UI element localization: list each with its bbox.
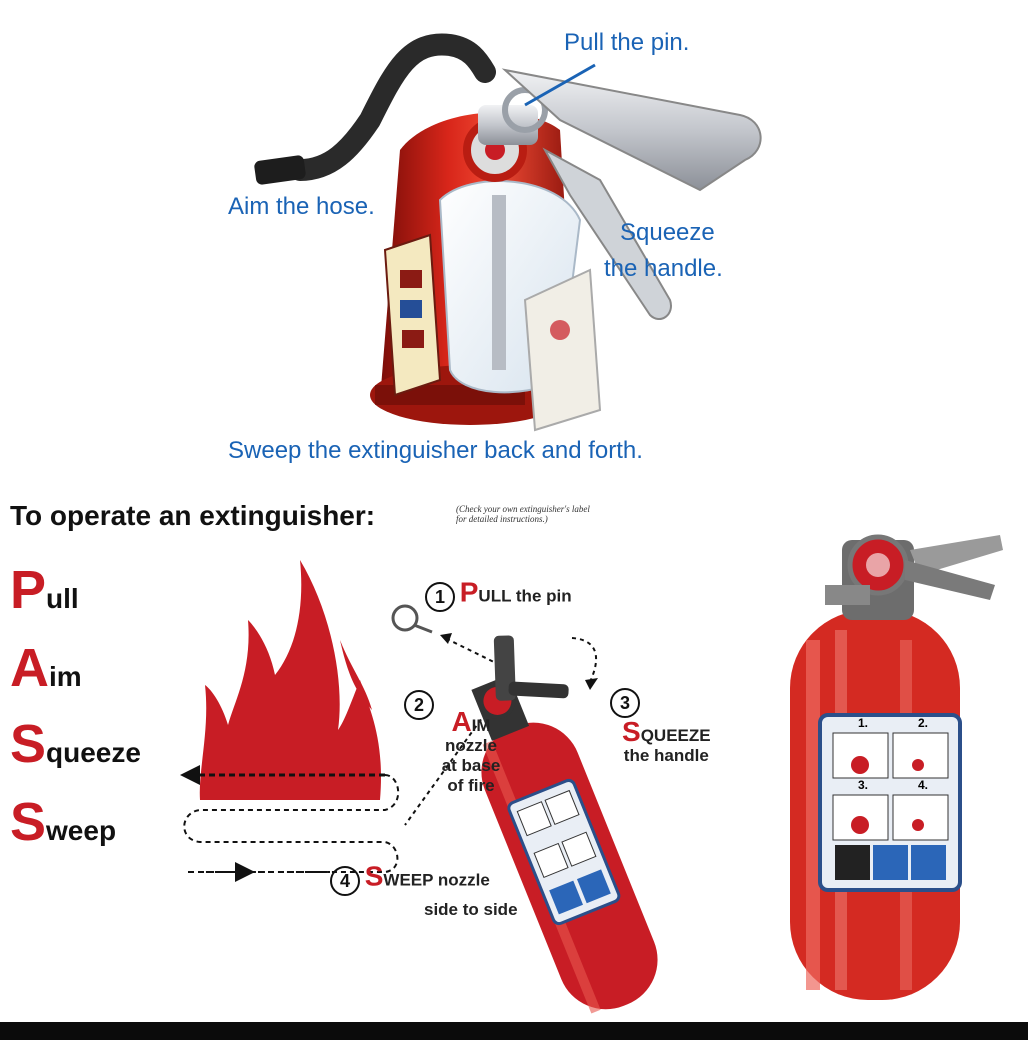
hose-shape — [289, 33, 496, 181]
label-icon-shape — [402, 330, 424, 348]
siphon-tube-shape — [492, 195, 506, 370]
pass-diagram-graphics — [0, 490, 1028, 1040]
pass-word: queeze — [46, 737, 141, 768]
pass-letter: P — [10, 560, 47, 620]
step-initial: A — [451, 706, 472, 737]
pass-item-sweep: Sweep — [10, 794, 116, 850]
step-text: the pin — [511, 586, 572, 606]
cutaway-extinguisher-drawing — [254, 33, 762, 432]
right-extinguisher-icon — [790, 534, 1003, 1000]
panel-number: 2. — [918, 716, 929, 730]
pass-item-aim: Aim — [10, 640, 82, 696]
step-aim-label: 2 — [404, 690, 434, 720]
panel-number: 4. — [918, 778, 929, 792]
pass-item-pull: Pull — [10, 562, 79, 618]
label-squeeze-line2: the handle. — [604, 255, 723, 282]
middle-extinguisher-icon — [471, 635, 658, 1014]
instructions-heading: To operate an extinguisher: — [10, 500, 376, 531]
label-check-note: (Check your own extinguisher's label for… — [456, 504, 590, 524]
label-squeeze-line1: Squeeze — [620, 219, 715, 246]
panel-number: 1. — [858, 716, 869, 730]
step-caps: QUEEZE — [640, 726, 711, 745]
step-caps: WEEP — [383, 870, 434, 890]
label-sweep: Sweep the extinguisher back and forth. — [228, 437, 643, 464]
step-line: nozzle — [445, 736, 497, 755]
label-aim-the-hose: Aim the hose. — [228, 193, 375, 220]
pass-item-squeeze: Squeeze — [10, 716, 141, 772]
step-number: 3 — [610, 688, 640, 718]
step-number: 1 — [425, 582, 455, 612]
step-initial: S — [364, 860, 384, 892]
bottom-border — [0, 1022, 1028, 1040]
label-pull-the-pin: Pull the pin. — [564, 29, 690, 56]
pull-pin-icon — [391, 604, 433, 634]
top-handle-shape — [501, 68, 762, 192]
inspection-tag-shape — [523, 268, 602, 432]
pass-letter: S — [10, 714, 47, 774]
step-caps: ULL — [478, 586, 512, 606]
note-line-1: (Check your own extinguisher's label — [456, 504, 590, 514]
sweep-zigzag-path — [183, 774, 400, 873]
pass-letter: S — [10, 792, 47, 852]
step-number: 4 — [330, 866, 360, 896]
pull-callout-line — [524, 63, 596, 107]
squeeze-arrowhead — [585, 678, 598, 690]
tag-mark-shape — [550, 320, 570, 340]
squeeze-arrow-path — [571, 637, 597, 683]
aim-pointer-line — [404, 699, 496, 826]
pass-diagram-drawing — [180, 534, 1003, 1014]
pull-arrowhead — [440, 633, 452, 644]
pass-word: ull — [46, 583, 79, 614]
step-squeeze-label: 3 — [610, 688, 640, 718]
sweep-arrowhead-left — [180, 765, 200, 785]
step-text: nozzle — [433, 870, 490, 890]
step-aim-text: AIM nozzle at base of fire — [426, 708, 516, 796]
step-line: at base — [441, 756, 501, 775]
hose-nozzle-shape — [254, 155, 306, 185]
squeeze-lever-shape — [542, 147, 672, 320]
step-squeeze-text: SQUEEZE the handle — [622, 718, 711, 766]
fire-icon — [199, 560, 381, 800]
panel-number: 3. — [858, 778, 869, 792]
note-line-2: for detailed instructions.) — [456, 514, 548, 524]
step-sweep-label: 4 SWEEP nozzle — [330, 862, 490, 896]
step-pull-label: 1 PULL the pin — [425, 578, 572, 612]
step-line: of fire — [447, 776, 495, 795]
step-initial: P — [459, 576, 479, 608]
pull-pin-ring-shape — [502, 87, 548, 133]
pass-word: weep — [46, 815, 117, 846]
step-sweep-line2: side to side — [424, 900, 518, 919]
label-icon-shape — [400, 270, 422, 288]
pass-word: im — [49, 661, 82, 692]
cutaway-extinguisher-illustration: Pull the pin. Aim the hose. Squeeze the … — [0, 0, 1028, 490]
step-number: 2 — [404, 690, 434, 720]
sweep-arrowhead-right — [235, 862, 255, 882]
pull-pointer-line — [444, 637, 501, 666]
pass-letter: A — [10, 638, 49, 698]
step-caps: IM — [471, 716, 491, 735]
label-icon-shape — [400, 300, 422, 318]
step-initial: S — [622, 716, 641, 747]
step-line: the handle — [623, 746, 709, 765]
